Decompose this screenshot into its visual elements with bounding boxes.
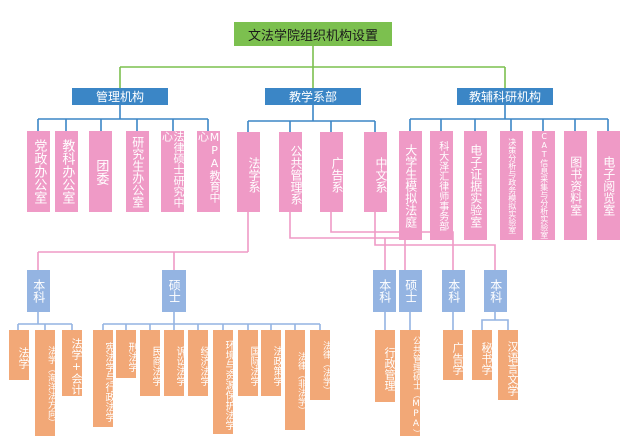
department-law-text: 法学系 bbox=[247, 157, 261, 193]
research-unit-text: 大学生模拟法庭 bbox=[403, 143, 418, 228]
adv-undergrad-level: 本科 bbox=[442, 270, 465, 312]
major-text: 法学 bbox=[17, 347, 30, 369]
research-unit: 电子证据实验室 bbox=[464, 131, 487, 240]
category-research-text: 教辅科研机构 bbox=[468, 90, 541, 104]
department-chinese: 中文系 bbox=[364, 132, 388, 212]
major-box: 公共管理硕士（MPA） bbox=[400, 330, 421, 438]
major-box: 民商法学 bbox=[140, 330, 161, 396]
law-master-level: 硕士 bbox=[162, 270, 186, 312]
major-box: 经济法学 bbox=[188, 330, 209, 396]
major-text: 法律（法学） bbox=[321, 341, 331, 395]
department-public-admin-text: 公共管理系 bbox=[289, 145, 303, 205]
management-unit-text: 党政办公室 bbox=[31, 139, 47, 204]
major-text: 宪法学与行政法学 bbox=[103, 341, 114, 422]
management-unit: MPA教育中心 bbox=[196, 131, 222, 212]
research-unit-text: 图书资料室 bbox=[568, 155, 583, 216]
research-unit: 电子阅览室 bbox=[597, 131, 620, 240]
major-box: 法政策学 bbox=[261, 330, 282, 396]
level-text: 硕士 bbox=[167, 279, 182, 303]
major-box: 法学（海洋法方向） bbox=[35, 330, 56, 436]
level-text: 本科 bbox=[488, 279, 503, 303]
major-box: 秘书学 bbox=[472, 330, 493, 380]
management-unit: 研究生办公室 bbox=[126, 131, 149, 212]
management-unit: 教科办公室 bbox=[55, 131, 78, 212]
research-unit: 科大泽汇律师事务部 bbox=[430, 131, 453, 240]
major-box: 刑法学 bbox=[116, 330, 137, 378]
pa-undergrad-level: 本科 bbox=[373, 270, 396, 312]
category-management: 管理机构 bbox=[72, 88, 168, 105]
management-unit-text: MPA教育中心 bbox=[196, 131, 222, 203]
major-text: 汉语言文学 bbox=[506, 340, 519, 396]
research-unit-text: 电子证据实验室 bbox=[468, 143, 483, 228]
department-public-admin: 公共管理系 bbox=[279, 132, 303, 212]
management-unit: 法律硕士研究中心 bbox=[160, 131, 186, 212]
major-box: 汉语言文学 bbox=[498, 330, 519, 400]
major-box: 环境与资源保护法学 bbox=[213, 330, 234, 434]
level-text: 本科 bbox=[31, 279, 46, 303]
management-unit-text: 团委 bbox=[93, 158, 109, 185]
major-text: 秘书学 bbox=[480, 341, 493, 375]
major-text: 法政策学 bbox=[271, 346, 282, 386]
major-text: 法学+会计 bbox=[70, 337, 83, 395]
pa-master-level: 硕士 bbox=[399, 270, 422, 312]
major-box: 国际法学 bbox=[238, 330, 259, 396]
research-unit-text: CAT信息采集与分析实验室 bbox=[539, 132, 549, 239]
level-text: 硕士 bbox=[403, 279, 418, 303]
major-box: 广告学 bbox=[443, 330, 464, 380]
major-box: 诉讼法学 bbox=[164, 330, 185, 396]
major-box: 宪法学与行政法学 bbox=[93, 330, 114, 427]
major-text: 国际法学 bbox=[248, 346, 259, 386]
major-text: 法学（海洋法方向） bbox=[46, 345, 56, 427]
research-unit-text: 科大泽汇律师事务部 bbox=[436, 140, 448, 231]
major-text: 诉讼法学 bbox=[174, 346, 185, 386]
major-text: 广告学 bbox=[451, 341, 464, 375]
department-law: 法学系 bbox=[237, 132, 261, 212]
category-management-text: 管理机构 bbox=[95, 90, 144, 104]
major-box: 法律（法学） bbox=[310, 330, 331, 400]
chinese-undergrad-level: 本科 bbox=[484, 270, 507, 312]
major-box: 法律（非法学） bbox=[285, 330, 306, 430]
department-chinese-text: 中文系 bbox=[374, 157, 388, 193]
major-text: 刑法学 bbox=[126, 342, 137, 372]
major-text: 经济法学 bbox=[198, 346, 209, 386]
department-advertising: 广告系 bbox=[320, 132, 344, 212]
major-text: 法律（非法学） bbox=[296, 351, 306, 415]
research-unit: 决策分析与政务模拟实验室 bbox=[500, 131, 523, 240]
research-unit: 大学生模拟法庭 bbox=[399, 131, 422, 240]
major-box: 行政管理 bbox=[375, 330, 396, 402]
major-text: 行政管理 bbox=[383, 347, 396, 391]
management-unit-text: 法律硕士研究中心 bbox=[160, 131, 186, 208]
level-text: 本科 bbox=[377, 279, 392, 303]
level-text: 本科 bbox=[446, 279, 461, 303]
category-teaching-text: 教学系部 bbox=[288, 90, 337, 104]
management-unit-text: 教科办公室 bbox=[59, 139, 75, 204]
major-box: 法学+会计 bbox=[62, 330, 83, 396]
major-text: 公共管理硕士（MPA） bbox=[411, 336, 421, 438]
category-research: 教辅科研机构 bbox=[457, 88, 553, 105]
major-box: 法学 bbox=[9, 330, 30, 380]
research-unit: 图书资料室 bbox=[564, 131, 587, 240]
management-unit: 党政办公室 bbox=[27, 131, 50, 212]
major-text: 民商法学 bbox=[150, 346, 161, 386]
law-undergrad-level: 本科 bbox=[27, 270, 50, 312]
research-unit-text: 电子阅览室 bbox=[601, 155, 616, 216]
research-unit-text: 决策分析与政务模拟实验室 bbox=[507, 137, 517, 234]
management-unit: 团委 bbox=[89, 131, 112, 212]
root-title-text: 文法学院组织机构设置 bbox=[247, 28, 378, 44]
category-teaching: 教学系部 bbox=[265, 88, 361, 105]
major-text: 环境与资源保护法学 bbox=[223, 340, 234, 430]
department-advertising-text: 广告系 bbox=[330, 157, 344, 193]
root-title: 文法学院组织机构设置 bbox=[234, 22, 392, 46]
management-unit-text: 研究生办公室 bbox=[130, 135, 145, 208]
research-unit: CAT信息采集与分析实验室 bbox=[532, 131, 555, 240]
